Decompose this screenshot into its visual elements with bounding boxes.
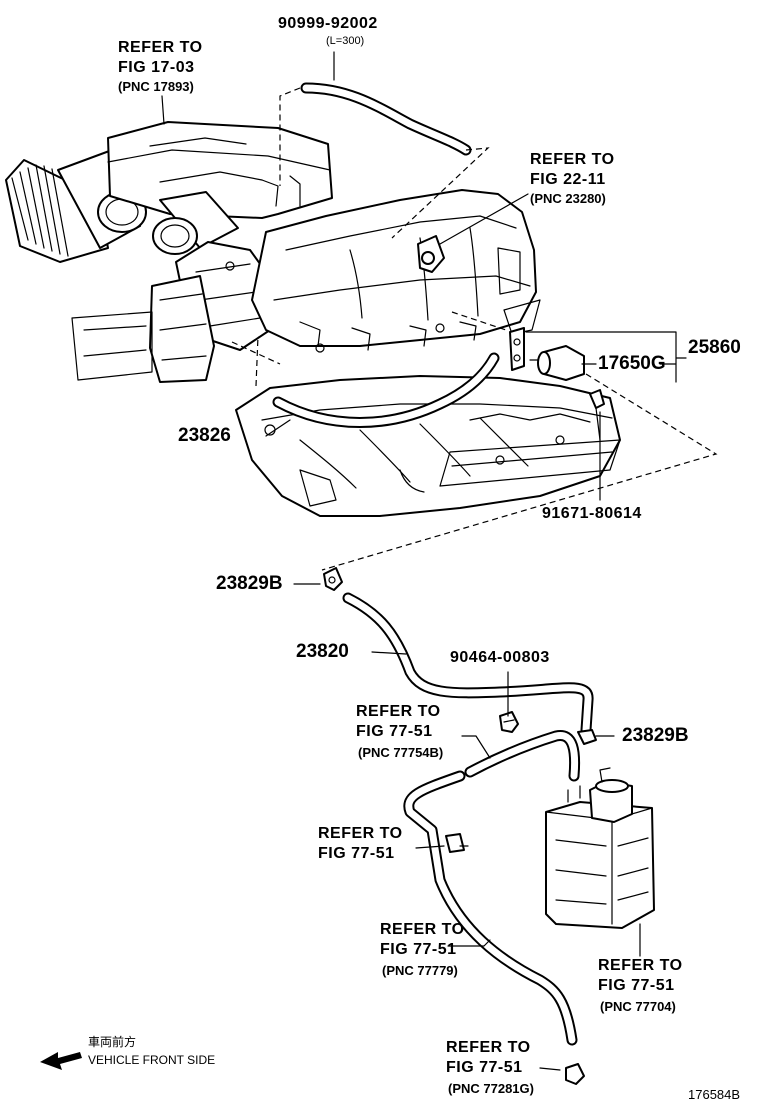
hose-77754b (464, 730, 581, 782)
part-23826: 23826 (178, 425, 231, 446)
part-23829b-left: 23829B (216, 573, 283, 594)
legend-english: VEHICLE FRONT SIDE (88, 1053, 216, 1067)
refer-vsv-pnc: (PNC 23280) (530, 191, 606, 206)
refer-77704-pnc: (PNC 77704) (600, 999, 676, 1014)
fitting-77281g (565, 1063, 585, 1085)
refer-77779-line1: REFER TO (380, 921, 465, 938)
vsv-17650g (509, 327, 585, 381)
clip-23829b-right (577, 729, 597, 745)
refer-77704-line1: REFER TO (598, 957, 683, 974)
charcoal-canister (545, 767, 655, 929)
hose-90999-92002 (300, 82, 472, 156)
arrow-left-icon (40, 1052, 82, 1070)
refer-77754b-line1: REFER TO (356, 703, 441, 720)
hose-23826 (272, 352, 500, 428)
refer-77281g-line1: REFER TO (446, 1039, 531, 1056)
refer-77-51-clip-line2: FIG 77-51 (318, 845, 395, 862)
refer-air-cleaner-line1: REFER TO (118, 39, 203, 56)
hose-top-note: (L=300) (326, 35, 365, 47)
clip-tube (445, 833, 469, 853)
legend-japanese: 車両前方 (88, 1035, 137, 1049)
bolt-91671-80614 (589, 389, 605, 441)
part-91671-80614: 91671-80614 (542, 505, 642, 522)
refer-77754b-line2: FIG 77-51 (356, 723, 433, 740)
part-90464-00803: 90464-00803 (450, 649, 550, 666)
refer-77754b-pnc: (PNC 77754B) (358, 745, 444, 760)
vsv-fitting (417, 235, 445, 273)
leader-lines (161, 51, 687, 1071)
part-23829b-right: 23829B (622, 725, 689, 746)
intake-plenum (225, 189, 541, 353)
dashed-leaders-upper (231, 87, 718, 571)
refer-air-cleaner-line2: FIG 17-03 (118, 59, 195, 76)
lower-manifold (235, 375, 621, 517)
part-25860: 25860 (688, 337, 741, 358)
refer-77779-pnc: (PNC 77779) (382, 963, 458, 978)
clip-23829b-left (323, 567, 343, 591)
refer-vsv-line2: FIG 22-11 (530, 171, 606, 188)
part-17650g: 17650G (598, 353, 666, 374)
hose-top-part: 90999-92002 (278, 15, 378, 32)
figure-number: 176584B (688, 1087, 741, 1102)
refer-vsv-line1: REFER TO (530, 151, 615, 168)
part-23820: 23820 (296, 641, 349, 662)
air-cleaner-box (107, 121, 333, 255)
refer-77281g-line2: FIG 77-51 (446, 1059, 523, 1076)
engine-assembly (5, 82, 621, 517)
refer-air-cleaner-pnc: (PNC 17893) (118, 79, 194, 94)
refer-77281g-pnc: (PNC 77281G) (448, 1081, 534, 1096)
throttle-body (71, 241, 277, 383)
hose-23820 (342, 592, 594, 736)
refer-77-51-clip-line1: REFER TO (318, 825, 403, 842)
refer-77704-line2: FIG 77-51 (598, 977, 675, 994)
lower-assembly (323, 567, 655, 1085)
refer-77779-line2: FIG 77-51 (380, 941, 457, 958)
tube-77779 (403, 770, 578, 1046)
clip-90464-00803 (499, 711, 519, 733)
